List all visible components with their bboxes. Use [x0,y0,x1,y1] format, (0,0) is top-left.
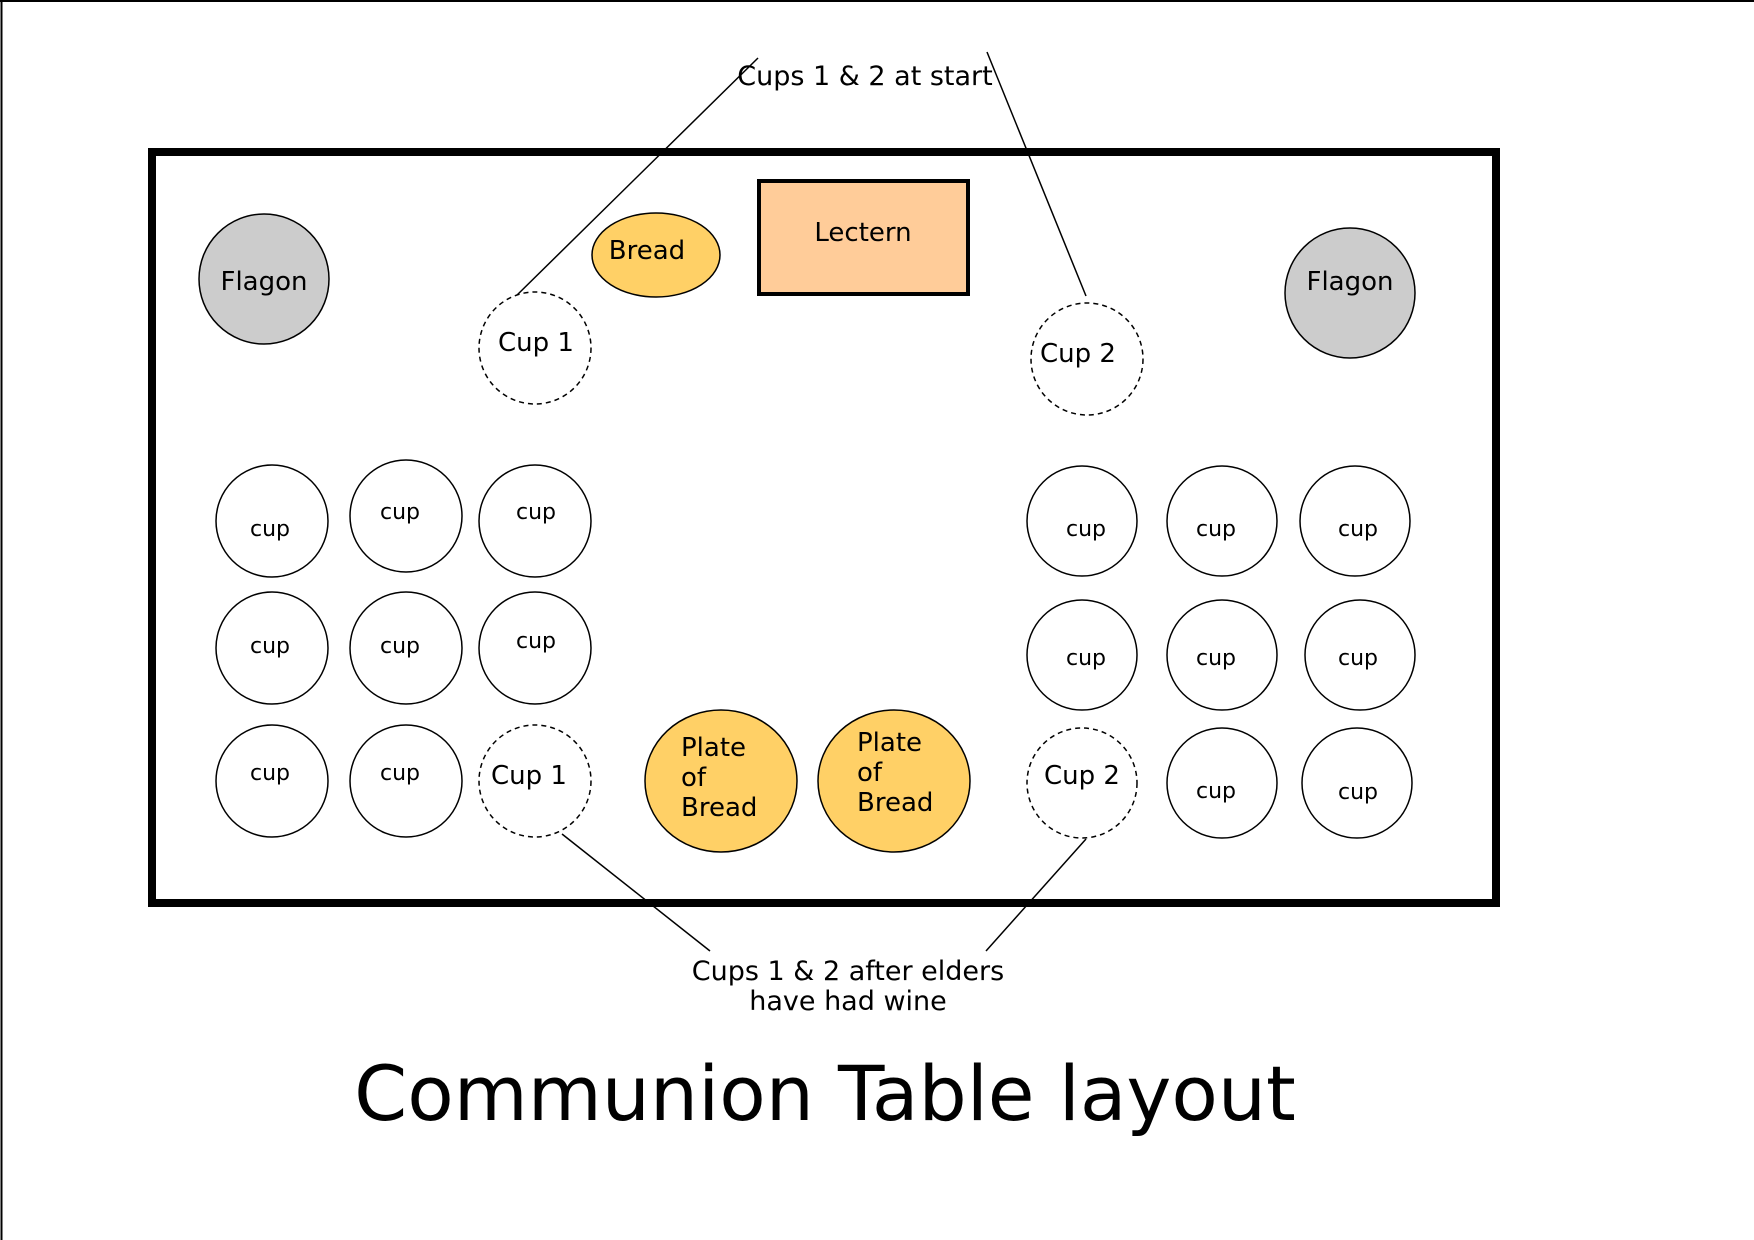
bread-label: Bread [609,236,685,266]
diagram-title: Communion Table layout [354,1049,1296,1138]
plate-of-bread-right [817,709,971,853]
cup2-after-label: Cup 2 [1044,761,1120,791]
cup-label: cup [380,500,420,525]
cup [349,459,463,573]
plate-right-line3: Bread [857,788,933,818]
flagon-left [198,213,330,345]
cup-label: cup [250,517,290,542]
cup [215,464,329,578]
cup-label: cup [380,761,420,786]
cup-label: cup [1338,646,1378,671]
lectern-label: Lectern [814,218,911,248]
cup [1026,599,1138,711]
cup-label: cup [516,629,556,654]
plate-left-line2: of [681,763,707,793]
leader-line-cup1-start [512,57,759,300]
annotation-start: Cups 1 & 2 at start [737,61,993,92]
cup [1304,599,1416,711]
cup [349,724,463,838]
cup-label: cup [1066,517,1106,542]
cup-label: cup [1196,517,1236,542]
cup-label: cup [250,634,290,659]
plate-right-line2: of [857,758,883,788]
cup2-after [1026,727,1138,839]
cup2-start-label: Cup 2 [1040,339,1116,369]
cup [215,724,329,838]
cup [1166,599,1278,711]
cup [1299,465,1411,577]
cup [1166,465,1278,577]
leader-line-cup2-start [986,51,1087,297]
cup [1026,465,1138,577]
cup-label: cup [516,500,556,525]
cup-label: cup [1338,780,1378,805]
plate-of-bread-left [644,709,798,853]
cup1-start-label: Cup 1 [498,328,574,358]
flagon-right-label: Flagon [1306,267,1393,297]
plate-right-line1: Plate [857,728,922,758]
cup-label: cup [380,634,420,659]
cup [1301,727,1413,839]
cup-label: cup [1066,646,1106,671]
annotation-after-line2: have had wine [749,986,947,1017]
cup [478,591,592,705]
leader-line-cup1-after [561,833,711,952]
flagon-left-label: Flagon [220,267,307,297]
cup-label: cup [1338,517,1378,542]
flagon-right [1284,227,1416,359]
cup2-start [1030,302,1144,416]
cup1-after-label: Cup 1 [491,761,567,791]
leader-line-cup2-after [985,838,1087,952]
cup-label: cup [1196,779,1236,804]
annotation-after-line1: Cups 1 & 2 after elders [692,956,1004,987]
cup [215,591,329,705]
cup [349,591,463,705]
cup1-after [478,724,592,838]
cup1-start [478,291,592,405]
bread [591,212,721,298]
cup [478,464,592,578]
cup [1166,727,1278,839]
plate-left-line3: Bread [681,793,757,823]
plate-left-line1: Plate [681,733,746,763]
cup-label: cup [250,761,290,786]
cup-label: cup [1196,646,1236,671]
lectern [757,179,970,296]
